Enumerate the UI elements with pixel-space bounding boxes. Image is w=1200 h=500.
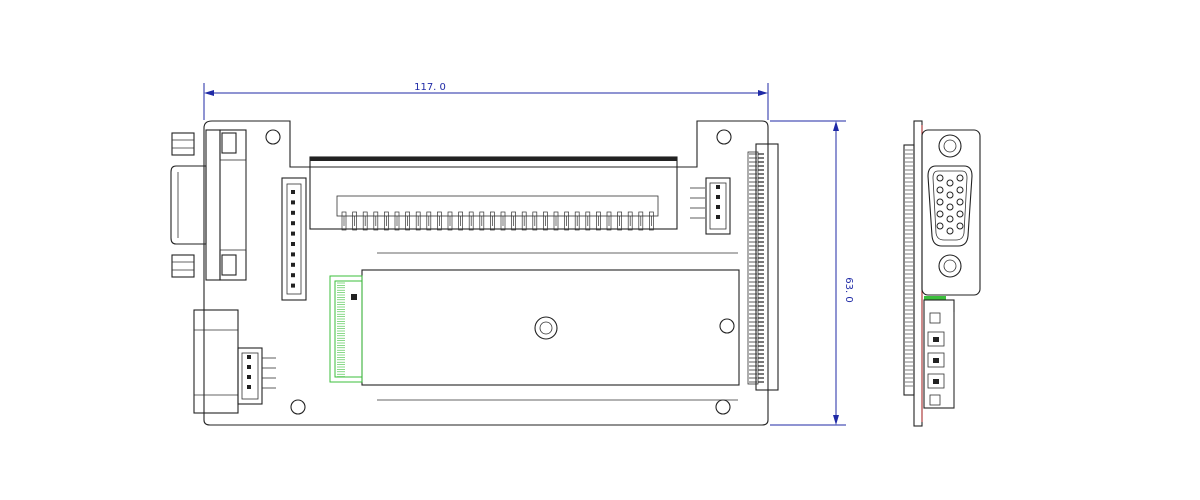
mounting-hole-top-left [265, 129, 281, 145]
small-header-top-right [690, 177, 731, 235]
db15-connector-top [170, 129, 247, 281]
wide-header-connector [309, 156, 678, 231]
left-vertical-header [281, 177, 307, 301]
side-view [903, 120, 981, 427]
width-dimension-label: 117. 0 [414, 82, 446, 93]
height-dimension-label: 63. 0 [843, 277, 854, 302]
width-dimension: 117. 0 [203, 82, 769, 120]
edge-connector-right [747, 143, 779, 391]
board-outline [203, 120, 769, 426]
mounting-hole-bottom-left [290, 399, 306, 415]
m2-module [329, 269, 740, 386]
mounting-hole-bottom-right [715, 399, 731, 415]
side-connector-bottom-left [193, 309, 276, 414]
height-dimension: 63. 0 [770, 120, 854, 426]
mounting-hole-top-right [716, 129, 732, 145]
